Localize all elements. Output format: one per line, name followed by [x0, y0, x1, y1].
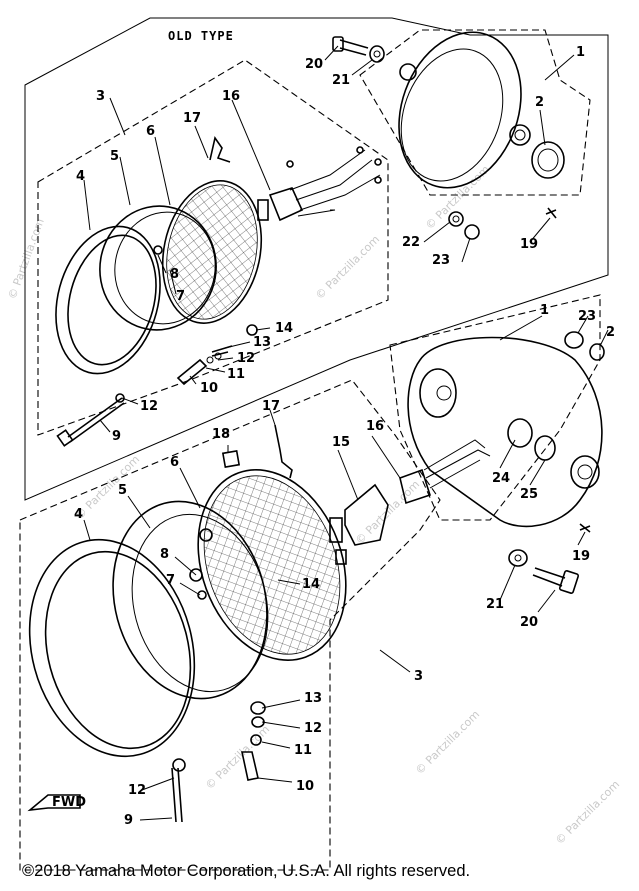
new-ring-5 — [112, 500, 269, 700]
leader-lines — [83, 45, 609, 821]
callout: 11 — [227, 367, 245, 382]
callout: 9 — [112, 429, 121, 444]
callout: 12 — [304, 721, 322, 736]
new-bolt-20 — [508, 549, 580, 594]
callout: 11 — [294, 743, 312, 758]
callout: 21 — [486, 597, 504, 612]
svg-text:© Partzilla.com: © Partzilla.com — [203, 723, 272, 792]
old-wire-17 — [209, 136, 231, 163]
callout: 16 — [366, 419, 384, 434]
callout: 17 — [262, 399, 280, 414]
callout: 12 — [140, 399, 158, 414]
callout: 6 — [170, 455, 179, 470]
callout: 4 — [74, 507, 83, 522]
callout: 2 — [535, 95, 544, 110]
new-nut-23 — [564, 331, 584, 349]
callout: 7 — [166, 573, 175, 588]
callout: 5 — [118, 483, 127, 498]
callout: 15 — [332, 435, 350, 450]
svg-text:© Partzilla.com: © Partzilla.com — [413, 708, 482, 777]
svg-text:FWD: FWD — [52, 795, 86, 810]
callout: 23 — [578, 309, 596, 324]
callout: 16 — [222, 89, 240, 104]
old-rim-4 — [55, 225, 161, 375]
callout: 22 — [402, 235, 420, 250]
old-type-callouts: 20 21 1 2 3 16 17 6 5 4 8 7 22 23 19 14 … — [76, 45, 585, 444]
callout: 23 — [432, 253, 450, 268]
callout: 9 — [124, 813, 133, 828]
callout: 8 — [160, 547, 169, 562]
callout: 20 — [305, 57, 323, 72]
callout: 20 — [520, 615, 538, 630]
callout: 12 — [128, 783, 146, 798]
new-washer-2 — [589, 343, 605, 361]
callout: 3 — [414, 669, 423, 684]
copyright-notice: ©2018 Yamaha Motor Corporation, U.S.A. A… — [22, 862, 471, 880]
new-housing-box — [389, 294, 601, 521]
new-screw-19 — [579, 523, 591, 533]
svg-text:© Partzilla.com: © Partzilla.com — [353, 478, 422, 547]
old-headlight-housing — [398, 31, 565, 189]
callout: 10 — [200, 381, 218, 396]
new-cover-15 — [344, 483, 389, 546]
callout: 14 — [302, 577, 320, 592]
svg-text:© Partzilla.com: © Partzilla.com — [553, 778, 622, 847]
callout: 14 — [275, 321, 293, 336]
callout: 13 — [253, 335, 271, 350]
new-rim-4 — [28, 538, 196, 758]
callout: 10 — [296, 779, 314, 794]
callout: 19 — [572, 549, 590, 564]
old-screw-9 — [56, 393, 125, 447]
callout: 25 — [520, 487, 538, 502]
callout: 18 — [212, 427, 230, 442]
callout: 8 — [170, 267, 179, 282]
new-lens-6 — [197, 469, 347, 661]
callout: 12 — [237, 351, 255, 366]
old-nuts — [448, 207, 557, 240]
old-housing-box — [359, 29, 591, 196]
old-socket-16 — [268, 146, 382, 222]
new-wire-17 — [274, 424, 293, 479]
callout: 7 — [176, 289, 185, 304]
old-lens-6 — [161, 180, 269, 324]
callout: 3 — [96, 89, 105, 104]
callout: 5 — [110, 149, 119, 164]
new-type-callouts: 1 23 2 17 18 16 15 6 5 4 24 25 19 8 7 14… — [74, 303, 615, 828]
new-socket-16 — [399, 439, 491, 505]
old-assembly-3-box — [37, 59, 389, 436]
callout: 1 — [576, 45, 585, 60]
old-type-boundary — [24, 17, 609, 501]
callout: 17 — [183, 111, 201, 126]
callout: 6 — [146, 124, 155, 139]
callout: 19 — [520, 237, 538, 252]
new-assembly-3-box — [19, 379, 441, 871]
callout: 4 — [76, 169, 85, 184]
old-bolt-20 — [332, 36, 385, 63]
old-type-label: OLD TYPE — [168, 29, 234, 43]
callout: 13 — [304, 691, 322, 706]
new-headlight-housing — [407, 336, 603, 528]
svg-text:© Partzilla.com: © Partzilla.com — [313, 233, 382, 302]
fwd-arrow-icon: FWD — [27, 794, 86, 812]
svg-text:© Partzilla.com: © Partzilla.com — [73, 453, 142, 522]
watermarks: © Partzilla.com © Partzilla.com © Partzi… — [6, 163, 623, 847]
callout: 24 — [492, 471, 510, 486]
new-screw-9 — [171, 758, 186, 823]
callout: 1 — [540, 303, 549, 318]
new-clip-18 — [221, 449, 241, 469]
svg-text:© Partzilla.com: © Partzilla.com — [6, 217, 47, 301]
callout: 21 — [332, 73, 350, 88]
callout: 2 — [606, 325, 615, 340]
